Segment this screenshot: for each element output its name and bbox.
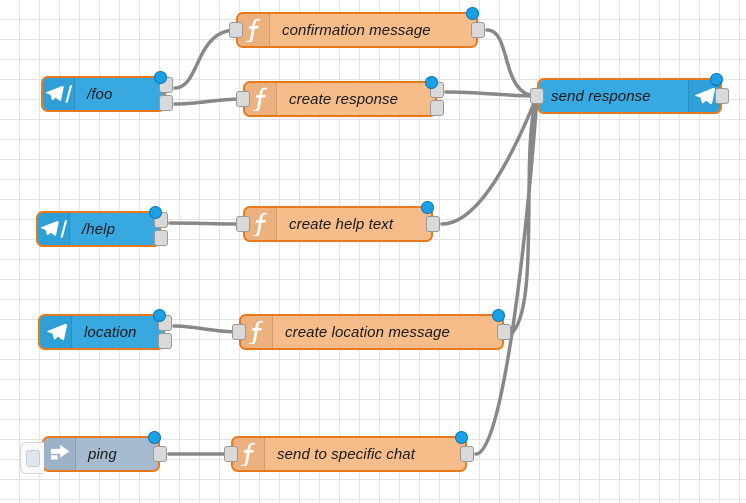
input-port[interactable] — [229, 22, 243, 38]
status-dot — [154, 71, 167, 84]
node-label: create location message — [285, 323, 450, 341]
node-label: send to specific chat — [277, 445, 416, 463]
node-body: create response — [245, 83, 435, 115]
wire[interactable] — [173, 97, 245, 106]
node-send-to-specific-chat[interactable]: send to specific chat — [224, 431, 474, 472]
output-port-0[interactable] — [460, 446, 474, 462]
node-location[interactable]: location — [38, 309, 172, 350]
node-label: ping — [88, 445, 117, 463]
function-f-icon — [245, 83, 277, 115]
output-port-1[interactable] — [154, 230, 168, 246]
node-label: send response — [551, 87, 651, 105]
output-port-1[interactable] — [430, 100, 444, 116]
output-port-0[interactable] — [426, 216, 440, 232]
node-body: /help — [38, 213, 159, 245]
node-body: confirmation message — [238, 14, 476, 46]
inject-trigger-button[interactable] — [20, 442, 44, 474]
node-body: create help text — [245, 208, 431, 240]
telegram-command-icon — [38, 213, 70, 245]
node-label: /foo — [87, 85, 113, 103]
node-confirmation-message[interactable]: confirmation message — [229, 7, 485, 48]
status-dot — [425, 76, 438, 89]
function-f-icon — [245, 208, 277, 240]
input-port[interactable] — [530, 88, 544, 104]
node-body: send to specific chat — [233, 438, 465, 470]
wire[interactable] — [440, 94, 539, 226]
input-port[interactable] — [236, 216, 250, 232]
wire[interactable] — [172, 324, 241, 334]
wire[interactable] — [511, 94, 539, 334]
wire[interactable] — [474, 94, 539, 456]
status-dot — [148, 431, 161, 444]
node-create-response[interactable]: create response — [236, 76, 444, 117]
status-dot — [710, 73, 723, 86]
node-body: create location message — [241, 316, 502, 348]
wire[interactable] — [173, 28, 238, 90]
input-port[interactable] — [236, 91, 250, 107]
wire[interactable] — [485, 28, 539, 98]
function-f-icon — [238, 14, 270, 46]
wire[interactable] — [168, 221, 245, 226]
status-dot — [466, 7, 479, 20]
node-body: ping — [44, 438, 158, 470]
node-create-location-message[interactable]: create location message — [232, 309, 511, 350]
output-port-1[interactable] — [158, 333, 172, 349]
function-f-icon — [233, 438, 265, 470]
node-label: location — [84, 323, 137, 341]
node-ping[interactable]: ping — [20, 431, 167, 474]
node-label: create help text — [289, 215, 394, 233]
input-port[interactable] — [224, 446, 238, 462]
status-dot — [149, 206, 162, 219]
status-dot — [492, 309, 505, 322]
node-label: create response — [289, 90, 399, 108]
node-label: confirmation message — [282, 21, 431, 39]
node-body: send response — [539, 80, 720, 112]
output-port-0[interactable] — [715, 88, 729, 104]
node-help[interactable]: /help — [36, 206, 168, 247]
telegram-command-icon — [43, 78, 75, 110]
status-dot — [153, 309, 166, 322]
output-port-1[interactable] — [159, 95, 173, 111]
node-send-response[interactable]: send response — [530, 73, 729, 114]
node-create-help-text[interactable]: create help text — [236, 201, 440, 242]
output-port-0[interactable] — [153, 446, 167, 462]
inject-button-glyph — [25, 449, 40, 467]
node-body: location — [40, 316, 163, 348]
status-dot — [455, 431, 468, 444]
input-port[interactable] — [232, 324, 246, 340]
wire[interactable] — [444, 90, 539, 98]
node-body: /foo — [43, 78, 164, 110]
status-dot — [421, 201, 434, 214]
node-label: /help — [82, 220, 116, 238]
inject-arrow-icon — [44, 438, 76, 470]
telegram-plane-icon — [40, 316, 72, 348]
output-port-0[interactable] — [471, 22, 485, 38]
output-port-0[interactable] — [497, 324, 511, 340]
function-f-icon — [241, 316, 273, 348]
node-foo[interactable]: /foo — [41, 71, 173, 112]
